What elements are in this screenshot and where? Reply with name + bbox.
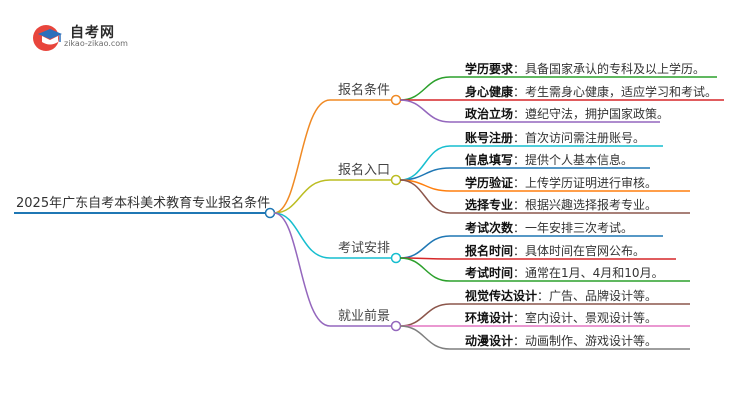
- edge-branch-2: [273, 179, 392, 214]
- leaf-2-2: 信息填写：提供个人基本信息。: [465, 153, 634, 167]
- edge-leaf-4-3: [399, 325, 690, 350]
- leaf-4-1: 视觉传达设计：广告、品牌设计等。: [465, 289, 658, 303]
- branch-dot-3: [390, 252, 402, 264]
- edge-leaf-2-2: [399, 167, 650, 181]
- leaf-4-2: 环境设计：室内设计、景观设计等。: [465, 311, 658, 325]
- edge-leaf-1-1: [399, 76, 717, 101]
- branch-dot-1: [390, 94, 402, 106]
- site-url: zikao-zikao.com: [64, 39, 128, 48]
- leaf-2-4: 选择专业：根据兴趣选择报考专业。: [465, 198, 658, 212]
- branch-dot-2: [390, 174, 402, 186]
- edge-leaf-4-1: [399, 303, 690, 327]
- root-topic: 2025年广东自考本科美术教育专业报名条件: [16, 196, 271, 211]
- edge-leaf-2-1: [399, 145, 663, 181]
- branch-label-career-prospects: 就业前景: [338, 309, 391, 324]
- graduation-cap-icon: [33, 25, 62, 51]
- edge-leaf-2-4: [399, 179, 690, 214]
- edge-branch-3: [273, 212, 392, 259]
- leaf-2-1: 账号注册：首次访问需注册账号。: [465, 131, 646, 145]
- leaf-1-1: 学历要求：具备国家承认的专科及以上学历。: [465, 62, 706, 76]
- branch-label-registration-conditions: 报名条件: [338, 83, 391, 98]
- branch-label-exam-schedule: 考试安排: [338, 241, 391, 256]
- edge-leaf-3-1: [399, 235, 663, 259]
- branch-label-registration-entry: 报名入口: [338, 163, 391, 178]
- leaf-3-1: 考试次数：一年安排三次考试。: [465, 221, 634, 235]
- branch-dot-4: [390, 320, 402, 332]
- edge-leaf-1-3: [399, 99, 660, 123]
- leaf-3-3: 考试时间：通常在1月、4月和10月。: [465, 266, 664, 280]
- site-name: 自考网: [70, 25, 115, 41]
- leaf-1-2: 身心健康：考生需身心健康，适应学习和考试。: [465, 85, 718, 99]
- leaf-3-2: 报名时间：具体时间在官网公布。: [465, 244, 646, 258]
- leaf-1-3: 政治立场：遵纪守法，拥护国家政策。: [465, 107, 670, 121]
- edge-branch-4: [273, 212, 392, 327]
- edge-leaf-3-3: [399, 257, 690, 282]
- leaf-2-3: 学历验证：上传学历证明进行审核。: [465, 176, 658, 190]
- site-logo[interactable]: [30, 18, 170, 58]
- edge-branch-1: [273, 99, 392, 214]
- leaf-4-3: 动漫设计：动画制作、游戏设计等。: [465, 334, 658, 348]
